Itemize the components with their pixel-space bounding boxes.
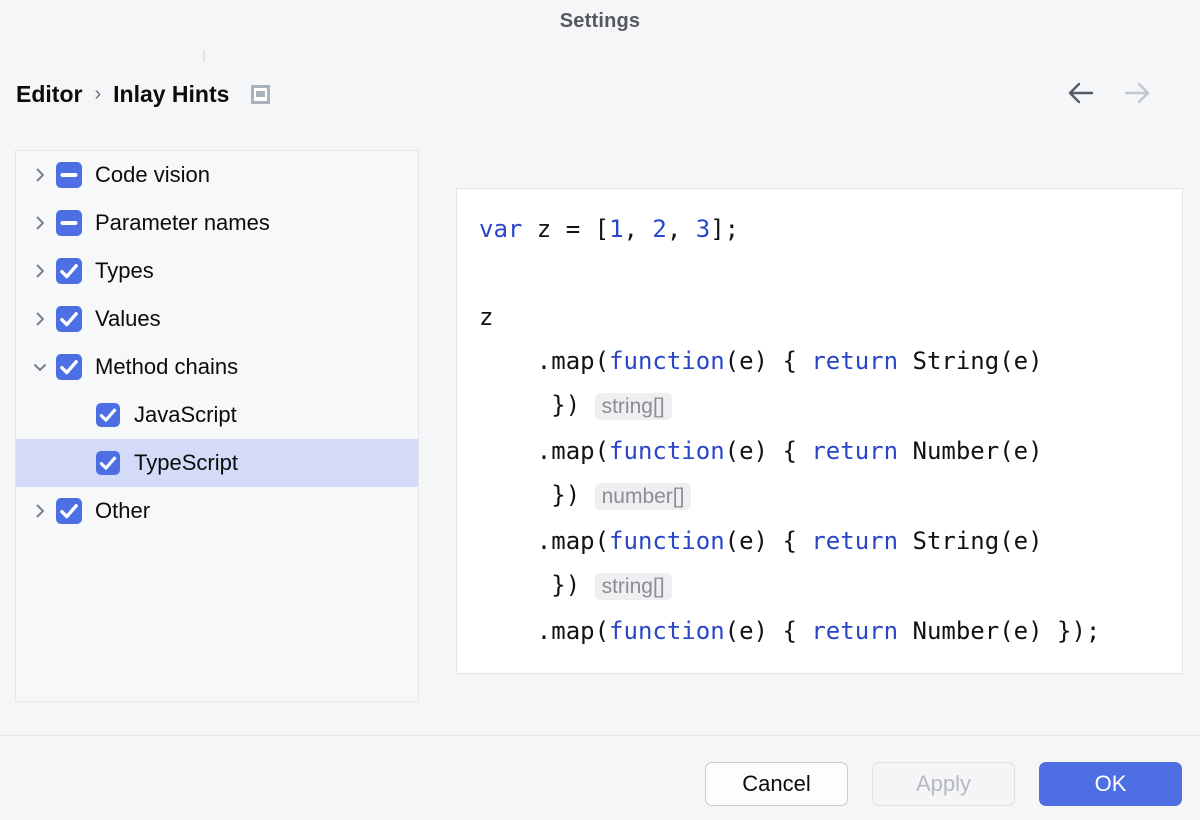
tree-item-label: TypeScript (134, 450, 238, 475)
code-line: }) string[] (479, 563, 1100, 609)
apply-button: Apply (872, 762, 1015, 806)
tree-item-typescript[interactable]: TypeScript (16, 439, 418, 487)
page-title: Settings (559, 10, 641, 32)
code-text: ]; (710, 215, 740, 243)
tree-item-method-chains[interactable]: Method chains (16, 343, 418, 391)
code-text: , (666, 215, 696, 243)
tree-indent-spacer (16, 391, 96, 439)
breadcrumb-item-editor[interactable]: Editor (16, 80, 83, 107)
chevron-right-icon[interactable] (16, 295, 56, 343)
breadcrumb-tick-mark (203, 50, 205, 62)
checkbox-checked[interactable] (56, 258, 82, 284)
code-preview-text: var z = [1, 2, 3]; z .map(function(e) { … (479, 207, 1100, 653)
code-text: Number(e) (898, 437, 1043, 465)
code-text: (e) { (724, 527, 812, 555)
code-line: }) number[] (479, 473, 1100, 519)
code-keyword: return (811, 347, 899, 375)
code-text: z (479, 303, 494, 331)
code-line: .map(function(e) { return String(e) (479, 519, 1100, 563)
arrow-right-icon (1120, 76, 1154, 110)
code-number: 3 (695, 215, 711, 243)
tree-item-types[interactable]: Types (16, 247, 418, 295)
checkbox-indeterminate[interactable] (56, 162, 82, 188)
breadcrumb: Editor › Inlay Hints (16, 76, 271, 112)
code-text: .map( (479, 617, 610, 645)
code-line: z (479, 295, 1100, 339)
chevron-right-icon[interactable] (16, 199, 56, 247)
chevron-right-icon[interactable] (16, 247, 56, 295)
breadcrumb-item-inlay-hints[interactable]: Inlay Hints (113, 80, 230, 107)
tree-item-values[interactable]: Values (16, 295, 418, 343)
code-text: }) (479, 481, 595, 509)
code-keyword: function (609, 617, 725, 645)
code-line: .map(function(e) { return Number(e) (479, 429, 1100, 473)
code-line (479, 251, 1100, 295)
code-text: , (623, 215, 653, 243)
code-keyword: return (811, 527, 899, 555)
code-text: (e) { (724, 347, 812, 375)
code-text: .map( (479, 347, 610, 375)
code-line: }) string[] (479, 383, 1100, 429)
chevron-right-icon[interactable] (16, 151, 56, 199)
checkbox-checked[interactable] (96, 403, 120, 427)
tree-item-label: Parameter names (95, 210, 270, 235)
code-text: .map( (479, 527, 610, 555)
dialog-footer: Cancel Apply OK (0, 736, 1200, 820)
code-line: var z = [1, 2, 3]; (479, 207, 1100, 251)
tree-item-label: Code vision (95, 162, 210, 187)
code-line: .map(function(e) { return Number(e) }); (479, 609, 1101, 653)
code-preview-panel: var z = [1, 2, 3]; z .map(function(e) { … (456, 188, 1183, 674)
code-text: z = [ (522, 215, 610, 243)
checkbox-indeterminate[interactable] (56, 210, 82, 236)
code-text: .map( (479, 437, 610, 465)
checkbox-checked[interactable] (96, 451, 120, 475)
inlay-hint-badge: number[] (594, 483, 692, 510)
tree-item-other[interactable]: Other (16, 487, 418, 535)
code-text: (e) { (724, 617, 812, 645)
navigation-arrows (1064, 76, 1154, 110)
code-text: Number(e) }); (898, 617, 1101, 645)
preview-panel-icon (251, 84, 271, 104)
code-keyword: return (811, 437, 899, 465)
code-text: }) (479, 391, 595, 419)
code-keyword: function (609, 527, 725, 555)
code-keyword: var (479, 215, 523, 243)
code-text: String(e) (898, 527, 1043, 555)
tree-item-label: Method chains (95, 354, 239, 379)
tree-item-label: JavaScript (134, 402, 237, 427)
chevron-down-icon[interactable] (16, 343, 56, 391)
tree-item-label: Other (95, 498, 151, 523)
code-number: 1 (609, 215, 624, 243)
code-text: String(e) (898, 347, 1043, 375)
tree-indent-spacer (16, 439, 96, 487)
code-text: }) (479, 571, 595, 599)
tree-item-label: Values (95, 306, 161, 331)
ok-button[interactable]: OK (1039, 762, 1182, 806)
tree-item-parameter-names[interactable]: Parameter names (16, 199, 418, 247)
inlay-hint-badge: string[] (594, 573, 672, 600)
tree-item-label: Types (95, 258, 154, 283)
code-keyword: function (609, 437, 725, 465)
inlay-hint-badge: string[] (594, 393, 672, 420)
code-keyword: return (811, 617, 899, 645)
checkbox-checked[interactable] (56, 498, 82, 524)
code-keyword: function (609, 347, 725, 375)
chevron-right-icon[interactable] (16, 487, 56, 535)
code-text: (e) { (724, 437, 812, 465)
code-line: .map(function(e) { return String(e) (479, 339, 1100, 383)
code-number: 2 (652, 215, 667, 243)
breadcrumb-separator-icon: › (94, 82, 102, 105)
tree-item-javascript[interactable]: JavaScript (16, 391, 418, 439)
checkbox-checked[interactable] (56, 354, 82, 380)
footer-divider (0, 735, 1200, 736)
arrow-left-icon[interactable] (1064, 76, 1098, 110)
footer-button-row: Cancel Apply OK (705, 762, 1182, 806)
cancel-button[interactable]: Cancel (705, 762, 848, 806)
checkbox-checked[interactable] (56, 306, 82, 332)
tree-item-code-vision[interactable]: Code vision (16, 151, 418, 199)
